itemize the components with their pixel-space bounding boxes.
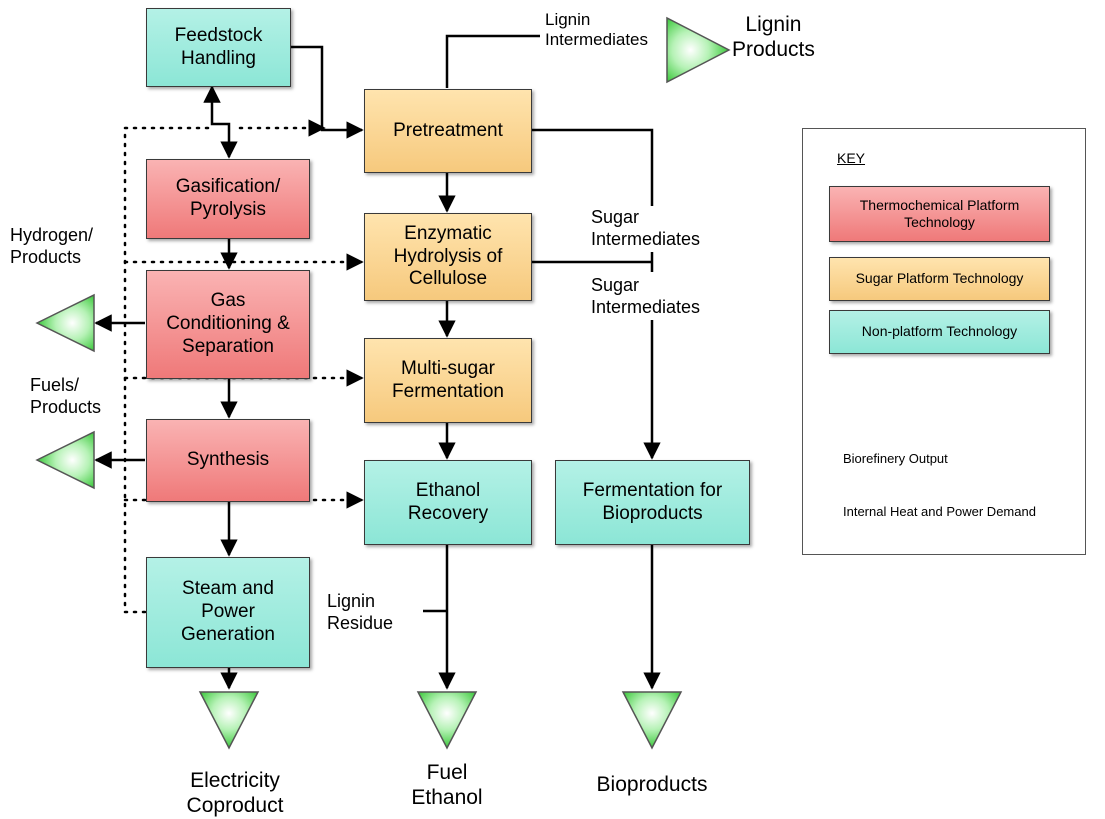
sugar-intermediates-label-2: Sugar Intermediates xyxy=(591,275,701,317)
feedstock-to-pretreatment-arrow xyxy=(291,45,364,139)
electricity-coproduct-label: Electricity Coproduct xyxy=(186,769,284,818)
fuels-products-label: Fuels/ Products xyxy=(30,375,102,417)
pretreatment-lignin-line xyxy=(445,34,540,88)
key-thermochemical-swatch: Thermochemical Platform Technology xyxy=(829,186,1050,242)
multisugar-fermentation-box: Multi-sugar Fermentation xyxy=(364,338,532,423)
key-title: KEY xyxy=(837,150,866,166)
output-triangles xyxy=(35,16,887,750)
fuel-ethanol-label: Fuel Ethanol xyxy=(411,761,483,810)
pretreatment-box: Pretreatment xyxy=(364,89,532,173)
feedstock-handling-box: Feedstock Handling xyxy=(146,8,291,87)
key-heat-power-label: Internal Heat and Power Demand xyxy=(843,504,1036,519)
fermentation-bioproducts-box: Fermentation for Bioproducts xyxy=(555,460,750,545)
key-panel: KEY Thermochemical Platform Technology S… xyxy=(802,128,1086,555)
lignin-residue-label: Lignin Residue xyxy=(327,591,394,633)
feedstock-gasification-arrow xyxy=(203,85,238,159)
lignin-products-triangle-icon xyxy=(666,16,731,84)
ethanol-recovery-box: Ethanol Recovery xyxy=(364,460,532,545)
hydrogen-products-label: Hydrogen/ Products xyxy=(10,225,94,267)
hydrogen-output-triangle-icon xyxy=(35,293,95,353)
electricity-output-triangle-icon xyxy=(198,691,260,750)
dotted-return-line xyxy=(123,126,216,614)
key-nonplatform-swatch: Non-platform Technology xyxy=(829,310,1050,354)
bioproducts-output-triangle-icon xyxy=(621,691,683,750)
key-sugar-swatch: Sugar Platform Technology xyxy=(829,257,1050,301)
gas-conditioning-box: Gas Conditioning & Separation xyxy=(146,270,310,379)
solid-flow-lines xyxy=(94,34,654,690)
pretreatment-sugar-line xyxy=(532,128,654,206)
fuel-ethanol-output-triangle-icon xyxy=(416,691,478,750)
synthesis-box: Synthesis xyxy=(146,419,310,502)
fuels-output-triangle-icon xyxy=(35,430,95,490)
sugar-intermediates-label-1: Sugar Intermediates xyxy=(591,207,701,249)
lignin-products-label: Lignin Products xyxy=(732,13,815,62)
enzymatic-hydrolysis-box: Enzymatic Hydrolysis of Cellulose xyxy=(364,213,532,301)
steam-power-generation-box: Steam and Power Generation xyxy=(146,557,310,668)
key-output-label: Biorefinery Output xyxy=(843,451,948,466)
lignin-intermediates-label: Lignin Intermediates xyxy=(545,10,648,50)
gasification-pyrolysis-box: Gasification/ Pyrolysis xyxy=(146,159,310,239)
bioproducts-label: Bioproducts xyxy=(596,773,708,796)
